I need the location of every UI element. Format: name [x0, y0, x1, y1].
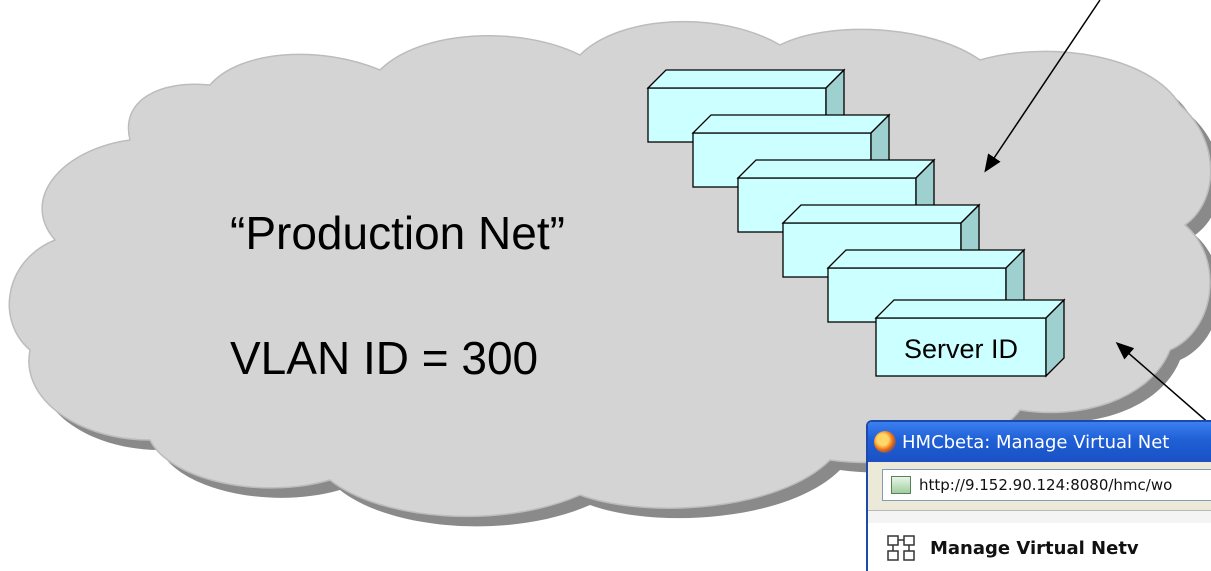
browser-title: HMCbeta: Manage Virtual Net	[902, 431, 1170, 453]
task-header: Manage Virtual Netv	[868, 523, 1211, 571]
vlan-id-label: VLAN ID = 300	[230, 332, 539, 384]
address-url: http://9.152.90.124:8080/hmc/wo	[919, 476, 1173, 494]
server-id-label: Server ID	[903, 333, 1019, 364]
arrow-top	[984, 0, 1101, 173]
task-title: Manage Virtual Netv	[930, 537, 1139, 559]
address-toolbar: http://9.152.90.124:8080/hmc/wo	[868, 462, 1211, 508]
browser-window: HMCbeta: Manage Virtual Net http://9.152…	[866, 420, 1211, 571]
page-icon	[891, 476, 911, 494]
page-content: Manage Virtual Netv	[868, 510, 1211, 571]
address-bar[interactable]: http://9.152.90.124:8080/hmc/wo	[882, 469, 1211, 501]
network-grid-icon	[887, 535, 915, 561]
server-stack	[646, 68, 1066, 378]
browser-title-bar[interactable]: HMCbeta: Manage Virtual Net	[868, 422, 1211, 462]
network-name-label: “Production Net”	[230, 207, 565, 259]
firefox-icon	[874, 431, 896, 453]
server-box-front	[874, 298, 1066, 378]
arrow-bottom	[1115, 342, 1211, 426]
